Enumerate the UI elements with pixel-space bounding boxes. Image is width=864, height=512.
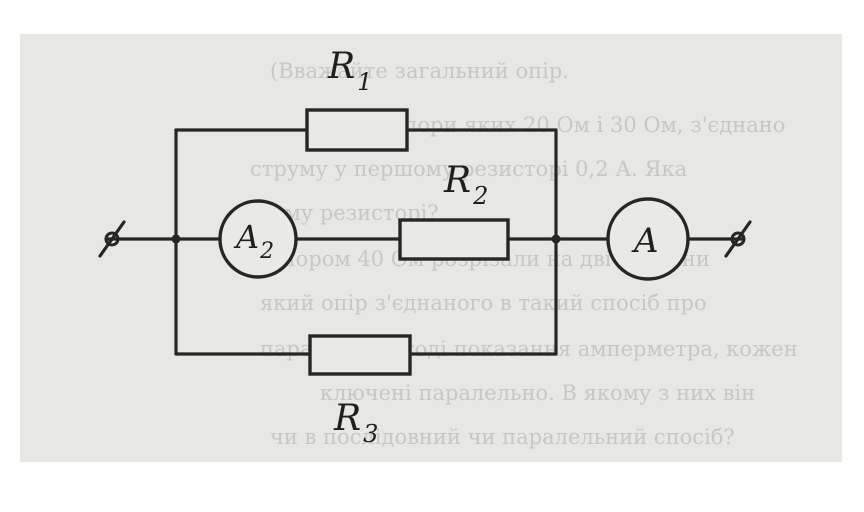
terminal-right [724, 220, 752, 258]
resistor-r3 [308, 334, 412, 376]
resistor-r1 [305, 108, 409, 152]
bg-line-9: чи в послідовний чи паралельний спосіб? [270, 425, 735, 449]
bg-line-2: ли, опори яких 20 Ом і 30 Ом, з'єднано [350, 113, 785, 137]
ammeter-a2 [218, 199, 298, 279]
label-a: A [631, 221, 659, 261]
ammeter-a [606, 197, 690, 281]
bg-line-1: (Вважайте загальний опір. [270, 59, 569, 83]
circuit-diagram: (Вважайте загальний опір. ли, опори яких… [98, 46, 798, 449]
bg-line-8: ключені паралельно. В якому з них він [320, 381, 755, 405]
label-r3: R3 [333, 398, 378, 448]
junction-right [551, 234, 561, 244]
circuit-photo: (Вважайте загальний опір. ли, опори яких… [20, 34, 842, 462]
resistor-r2 [398, 218, 510, 261]
label-r1: R1 [327, 46, 372, 96]
bg-line-3: струму у першому резисторі 0,2 А. Яка [250, 157, 687, 181]
label-a2: A2 [233, 218, 274, 264]
bg-line-6: який опір з'єднаного в такий спосіб про [260, 291, 707, 315]
terminal-left [98, 220, 126, 258]
junction-left [171, 234, 181, 244]
label-r2: R2 [443, 160, 488, 210]
